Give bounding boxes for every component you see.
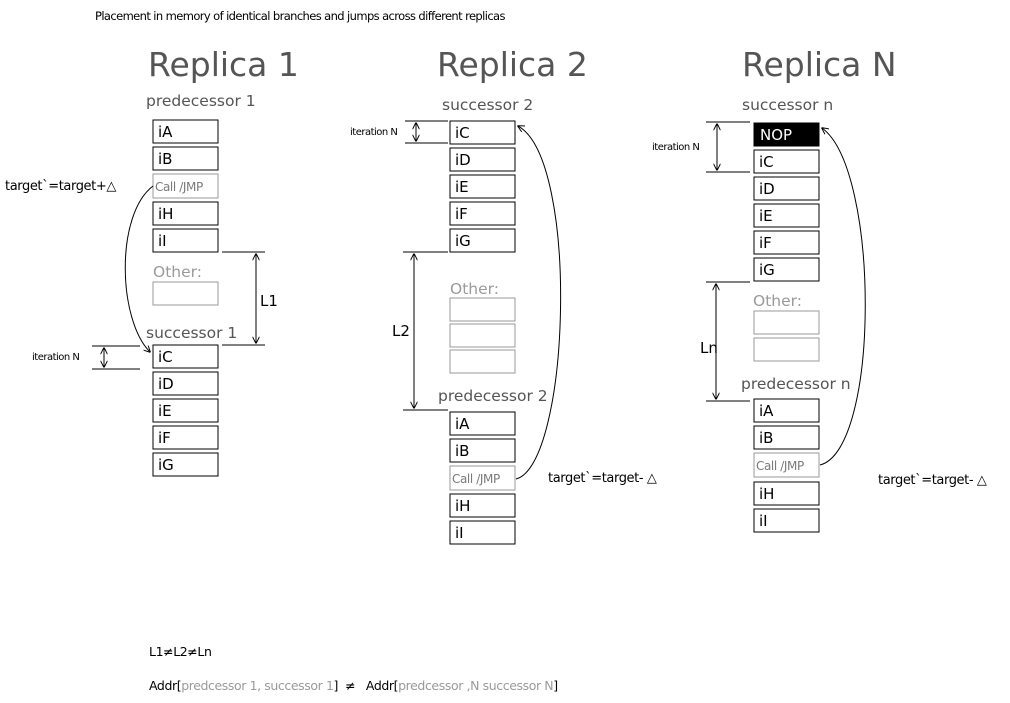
replica-2-target-label: target`=target- △	[548, 471, 657, 486]
replica-2-top-blocks: iC iD iE iF iG	[449, 120, 516, 253]
replica-2-post-label: predecessor 2	[438, 387, 548, 405]
block-ii: iI	[759, 512, 768, 530]
replica-n-top-blocks: NOP iC iD iE iF iG	[753, 122, 820, 282]
block-if: iF	[455, 205, 468, 223]
block-ih: iH	[158, 205, 173, 223]
addr-gray-1: predcessor 1, successor 1	[181, 678, 333, 693]
block-call-jmp: Call /JMP	[452, 472, 500, 486]
addr-mid: ] ≠ Addr[	[334, 678, 399, 693]
replica-1-post-label: successor 1	[146, 324, 237, 342]
replica-n-gap-label: Ln	[700, 339, 718, 357]
replica-2-pre-label: successor 2	[442, 96, 533, 114]
block-if: iF	[158, 429, 171, 447]
replica-1-pre-label: predecessor 1	[146, 92, 256, 110]
replica-n-bottom-blocks: iA iB Call /JMP iH iI	[753, 398, 820, 533]
block-ia: iA	[455, 415, 470, 433]
block-ig: iG	[759, 261, 775, 279]
replica-2-gap-label: L2	[392, 322, 410, 340]
replica-n-iteration-label: iteration N	[652, 142, 699, 153]
replica-1-top-blocks: iA iB Call /JMP iH iI	[152, 119, 219, 253]
block-ig: iG	[158, 456, 174, 474]
block-call-jmp: Call /JMP	[155, 180, 203, 194]
replica-1-gap-label: L1	[260, 292, 278, 310]
block-ia: iA	[759, 402, 774, 420]
block-ic: iC	[759, 153, 774, 171]
block-ia: iA	[158, 123, 173, 141]
replica-1-bottom-blocks: iC iD iE iF iG	[152, 344, 219, 477]
replica-n-other-blocks	[753, 310, 820, 362]
replica-2-bottom-blocks: iA iB Call /JMP iH iI	[449, 411, 516, 545]
replica-1-jump-arrow	[124, 185, 154, 352]
replica-n-pre-label: successor n	[742, 96, 833, 114]
block-ib: iB	[158, 150, 172, 168]
replica-n: Replica N successor n iteration N NOP iC…	[652, 45, 987, 533]
block-id: iD	[759, 180, 775, 198]
block-nop: NOP	[760, 126, 792, 144]
address-inequality: Addr[predcessor 1, successor 1] ≠ Addr[p…	[149, 678, 558, 693]
block-ie: iE	[759, 207, 773, 225]
addr-gray-2: predcessor ,N successor N	[398, 678, 553, 693]
block-ib: iB	[455, 442, 469, 460]
nop-block	[753, 122, 820, 147]
block-if: iF	[759, 234, 772, 252]
addr-suffix: ]	[553, 678, 557, 693]
replica-1-iteration-marker: iteration N	[32, 345, 140, 370]
replica-n-post-label: predecessor n	[741, 375, 851, 393]
replica-1-other-label: Other:	[153, 263, 202, 281]
block-call-jmp: Call /JMP	[756, 459, 804, 473]
replica-2-other-label: Other:	[450, 280, 499, 298]
replica-2-iteration-marker: iteration N	[350, 120, 448, 144]
replica-1-other-block	[152, 281, 219, 306]
block-ig: iG	[455, 232, 471, 250]
replica-2-iteration-label: iteration N	[350, 127, 397, 138]
replica-1-target-label: target`=target+△	[5, 179, 116, 194]
replica-1: Replica 1 predecessor 1 iA iB Call /JMP …	[5, 45, 299, 477]
block-ih: iH	[455, 497, 470, 515]
replica-n-iteration-marker: iteration N	[652, 121, 750, 173]
replica-2: Replica 2 successor 2 iteration N iC iD …	[350, 45, 657, 545]
replica-1-name: Replica 1	[148, 45, 299, 84]
length-inequality: L1≠L2≠Ln	[149, 644, 211, 659]
replica-n-target-label: target`=target- △	[878, 473, 987, 488]
block-ie: iE	[158, 402, 172, 420]
block-ie: iE	[455, 178, 469, 196]
replica-2-other-blocks	[449, 297, 516, 374]
replica-1-gap-marker: L1	[222, 251, 278, 346]
block-ic: iC	[158, 348, 173, 366]
replica-n-name: Replica N	[742, 45, 897, 84]
diagram-title: Placement in memory of identical branche…	[95, 9, 505, 23]
block-id: iD	[455, 151, 471, 169]
replica-1-iteration-label: iteration N	[32, 352, 79, 363]
block-ih: iH	[759, 485, 774, 503]
replica-n-other-label: Other:	[753, 292, 802, 310]
replica-n-gap-marker: Ln	[700, 281, 750, 402]
block-ib: iB	[759, 429, 773, 447]
block-ic: iC	[455, 124, 470, 142]
replica-n-jump-arrow	[819, 128, 866, 466]
block-ii: iI	[158, 232, 167, 250]
replica-2-jump-arrow	[515, 126, 562, 480]
addr-prefix-1: Addr[	[149, 678, 181, 693]
replica-2-name: Replica 2	[437, 45, 588, 84]
replica-2-gap-marker: L2	[392, 251, 448, 411]
block-ii: iI	[455, 524, 464, 542]
block-id: iD	[158, 375, 174, 393]
